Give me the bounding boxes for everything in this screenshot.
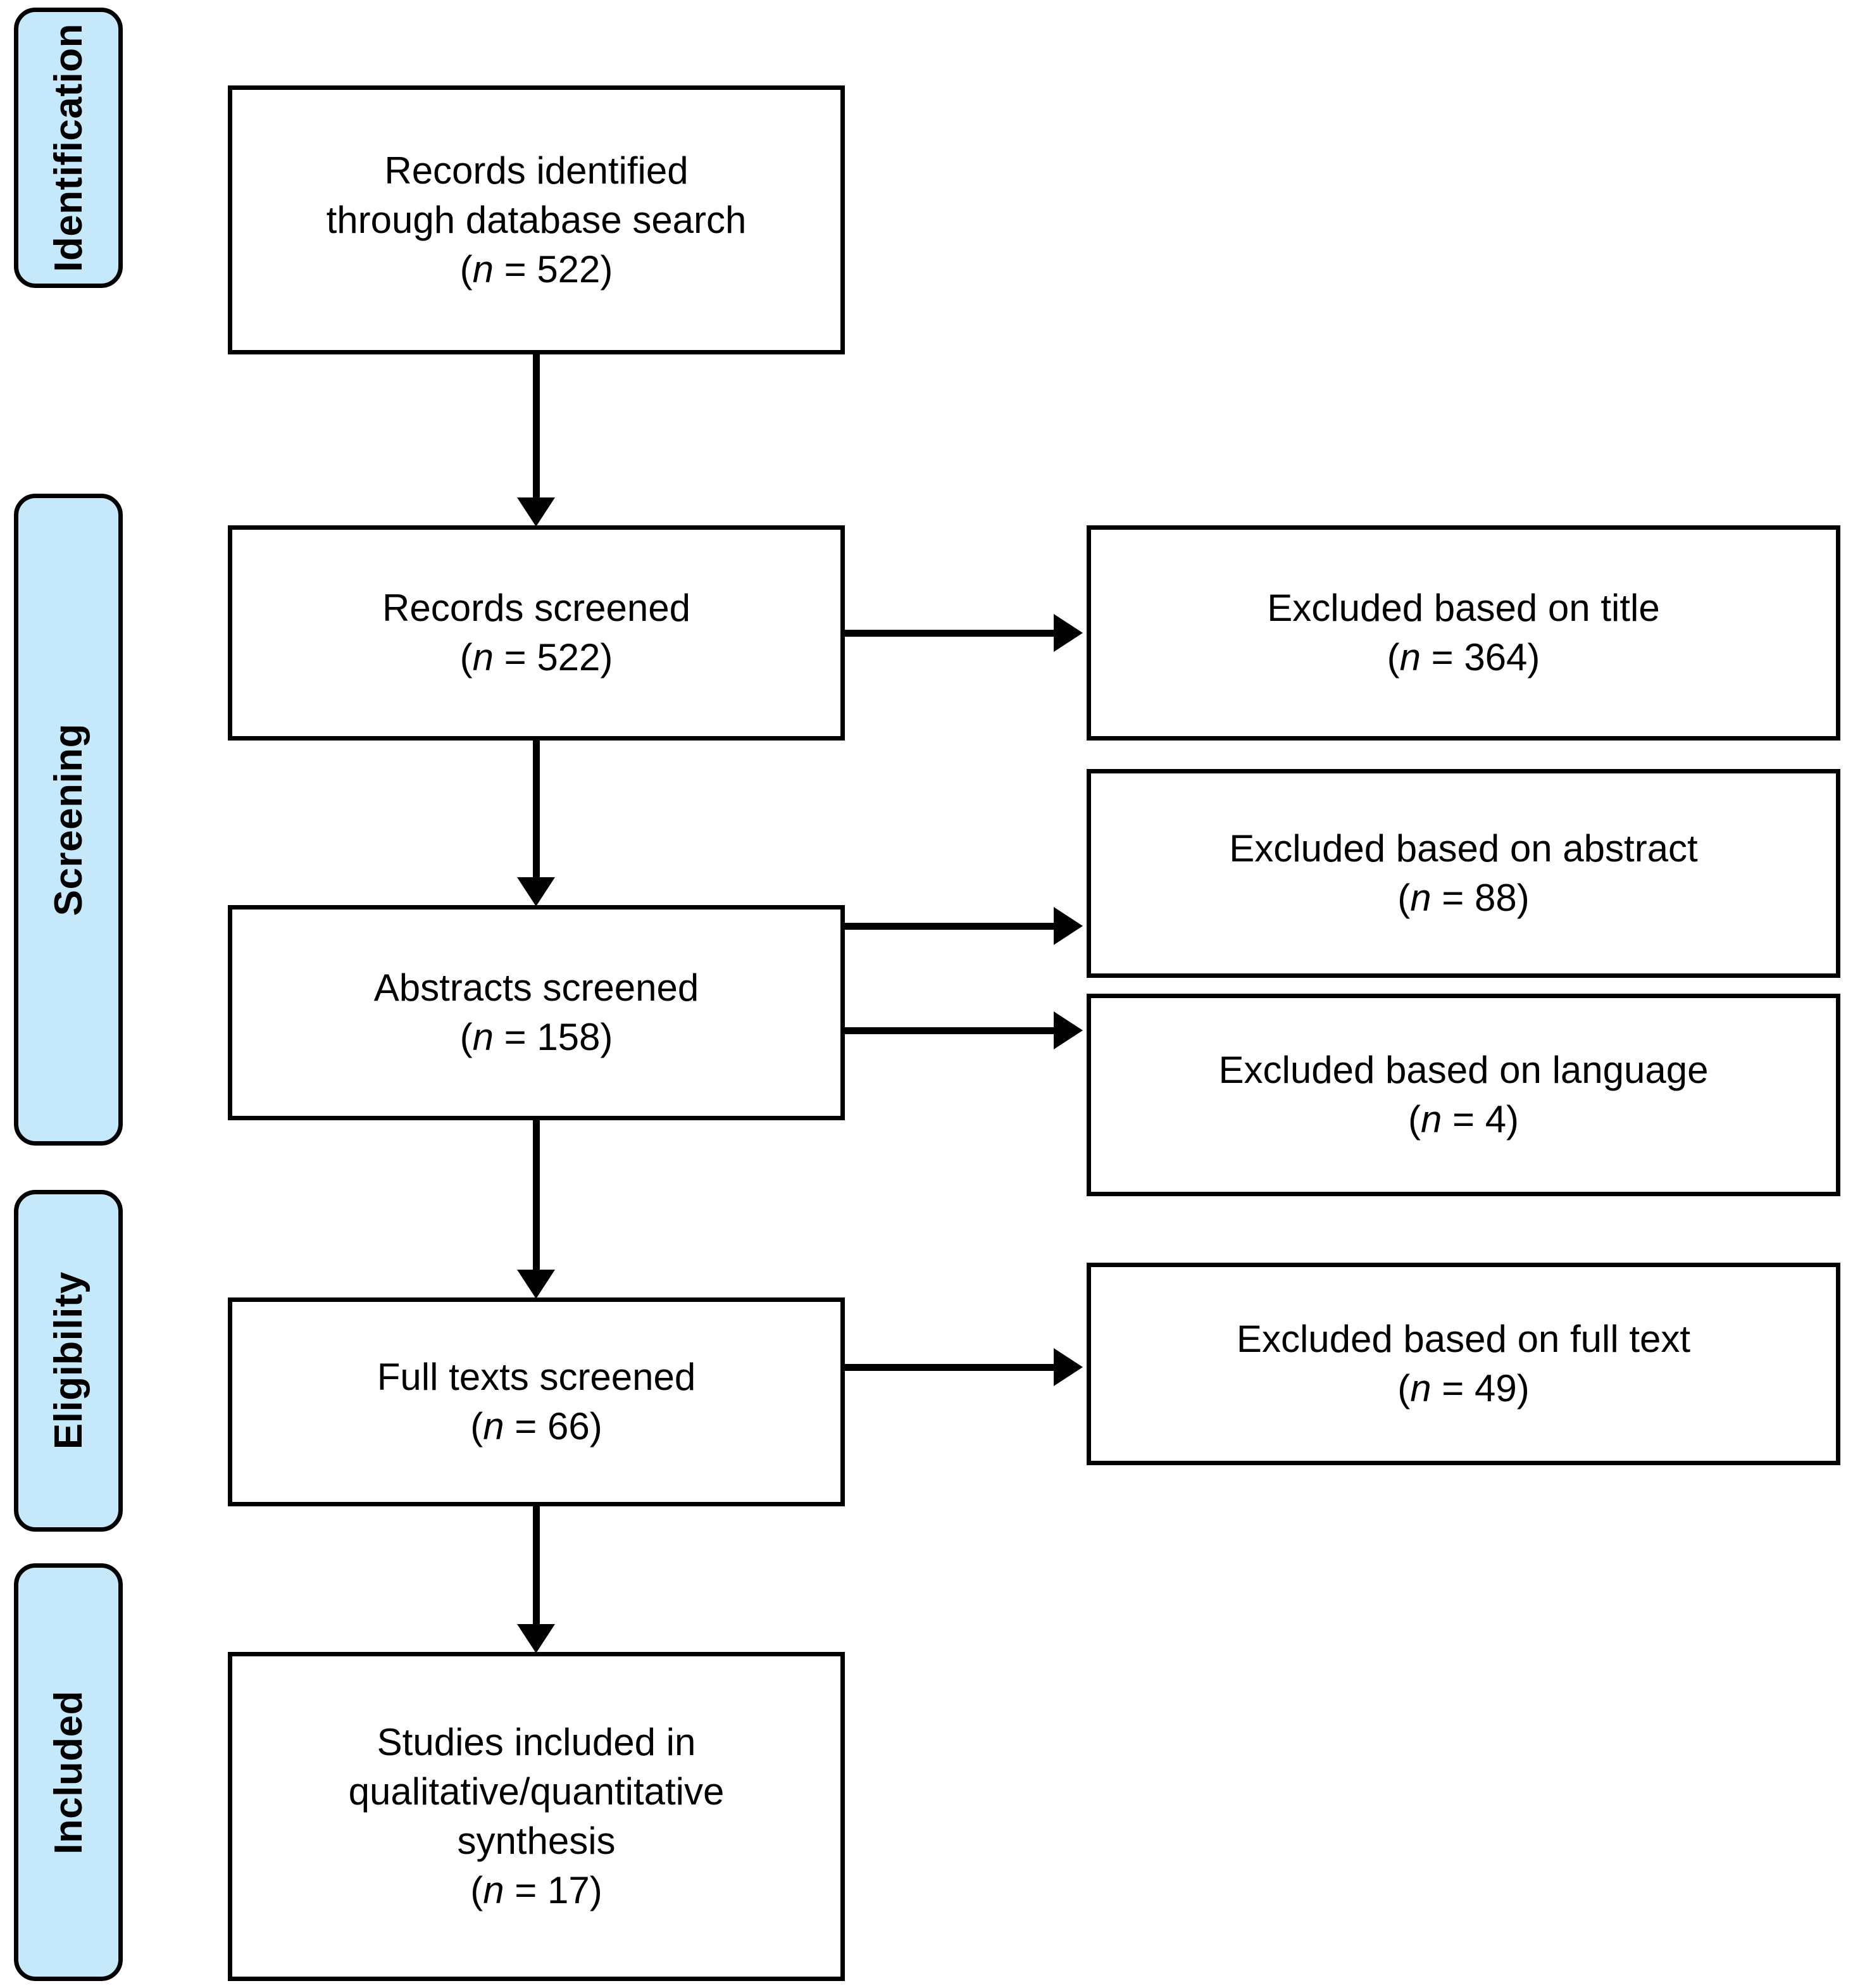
stage-included: Included [14, 1563, 123, 1981]
box-excluded-abstract-count: (n = 88) [1397, 877, 1530, 919]
box-excluded-abstract: Excluded based on abstract (n = 88) [1087, 769, 1840, 978]
stage-included-label: Included [46, 1690, 90, 1854]
box-studies-included-line-3: synthesis [457, 1820, 616, 1862]
box-studies-included-line-1: Studies included in [377, 1721, 696, 1763]
box-studies-included-line-2: qualitative/quantitative [348, 1770, 725, 1813]
box-records-identified-line-2: through database search [326, 198, 747, 241]
arrowhead-abstracts-to-excluded-abstract [1054, 907, 1083, 945]
box-excluded-title-count: (n = 364) [1387, 636, 1540, 678]
box-records-screened: Records screened (n = 522) [228, 525, 845, 741]
arrowhead-abstracts-to-fulltexts [517, 1270, 555, 1299]
box-excluded-full-text: Excluded based on full text (n = 49) [1087, 1263, 1840, 1465]
box-records-identified-count: (n = 522) [459, 247, 613, 291]
connector-fulltexts-to-excluded-fulltext [845, 1364, 1058, 1371]
stage-screening-label: Screening [46, 723, 90, 916]
box-full-texts-screened-line-1: Full texts screened [377, 1356, 696, 1398]
connector-screened-to-abstracts [533, 741, 540, 881]
box-studies-included-count: (n = 17) [470, 1869, 602, 1911]
connector-fulltexts-to-included [533, 1506, 540, 1628]
arrowhead-identified-to-screened [517, 497, 555, 527]
arrowhead-screened-to-excluded-title [1054, 614, 1083, 652]
box-excluded-abstract-line-1: Excluded based on abstract [1229, 827, 1698, 870]
connector-abstracts-to-excluded-language [845, 1027, 1058, 1034]
connector-screened-to-excluded-title [845, 630, 1058, 637]
box-records-identified: Records identified through database sear… [228, 85, 845, 354]
stage-eligibility: Eligibility [14, 1190, 123, 1532]
box-excluded-title-line-1: Excluded based on title [1267, 587, 1660, 629]
box-full-texts-screened: Full texts screened (n = 66) [228, 1297, 845, 1506]
arrowhead-abstracts-to-excluded-language [1054, 1011, 1083, 1049]
box-excluded-language: Excluded based on language (n = 4) [1087, 994, 1840, 1196]
stage-identification: Identification [14, 8, 123, 288]
box-records-screened-line-1: Records screened [382, 587, 690, 629]
connector-identified-to-screened [533, 354, 540, 500]
box-abstracts-screened-count: (n = 158) [459, 1016, 613, 1058]
arrowhead-fulltexts-to-included [517, 1624, 555, 1653]
arrowhead-screened-to-abstracts [517, 877, 555, 906]
box-abstracts-screened-line-1: Abstracts screened [373, 966, 699, 1009]
box-abstracts-screened: Abstracts screened (n = 158) [228, 905, 845, 1120]
connector-abstracts-to-fulltexts [533, 1120, 540, 1273]
box-excluded-full-text-count: (n = 49) [1397, 1367, 1530, 1410]
box-full-texts-screened-count: (n = 66) [470, 1405, 602, 1447]
box-excluded-language-line-1: Excluded based on language [1218, 1049, 1709, 1091]
stage-eligibility-label: Eligibility [46, 1272, 90, 1450]
box-studies-included: Studies included in qualitative/quantita… [228, 1652, 845, 1981]
connector-abstracts-to-excluded-abstract [845, 923, 1058, 930]
stage-identification-label: Identification [46, 23, 90, 272]
arrowhead-fulltexts-to-excluded-fulltext [1054, 1348, 1083, 1386]
stage-screening: Screening [14, 494, 123, 1146]
box-records-screened-count: (n = 522) [459, 636, 613, 678]
box-excluded-language-count: (n = 4) [1407, 1098, 1519, 1141]
box-excluded-full-text-line-1: Excluded based on full text [1236, 1318, 1691, 1360]
box-records-identified-line-1: Records identified [384, 149, 689, 192]
box-excluded-title: Excluded based on title (n = 364) [1087, 525, 1840, 741]
